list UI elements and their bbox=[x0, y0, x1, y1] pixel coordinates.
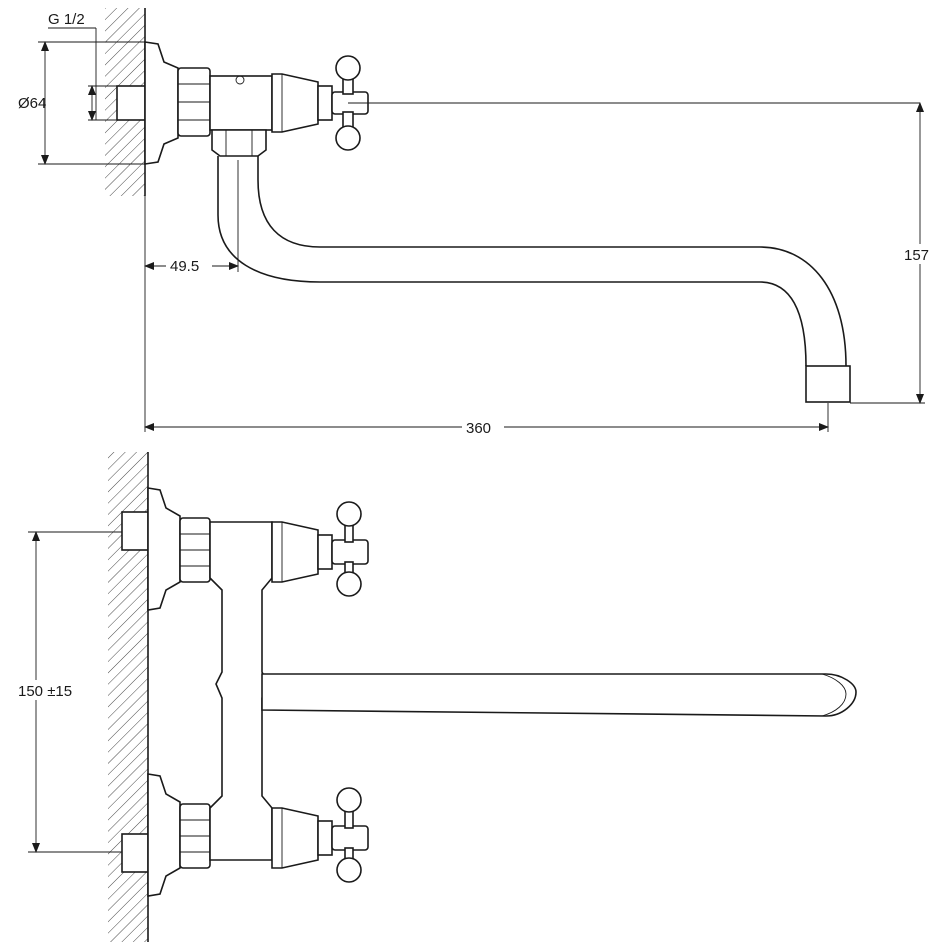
inlet-spacing-label: 150 ±15 bbox=[18, 683, 72, 700]
front-view: 150 ±15 bbox=[16, 452, 857, 942]
top-view: G 1/2 Ø64 49.5 157 360 bbox=[18, 8, 939, 437]
spout-reach-label: 360 bbox=[466, 420, 491, 437]
spout-height-label: 157 bbox=[904, 247, 929, 264]
flange-diameter-label: Ø64 bbox=[18, 95, 46, 112]
wall-offset-label: 49.5 bbox=[170, 258, 199, 275]
thread-label: G 1/2 bbox=[48, 11, 85, 28]
